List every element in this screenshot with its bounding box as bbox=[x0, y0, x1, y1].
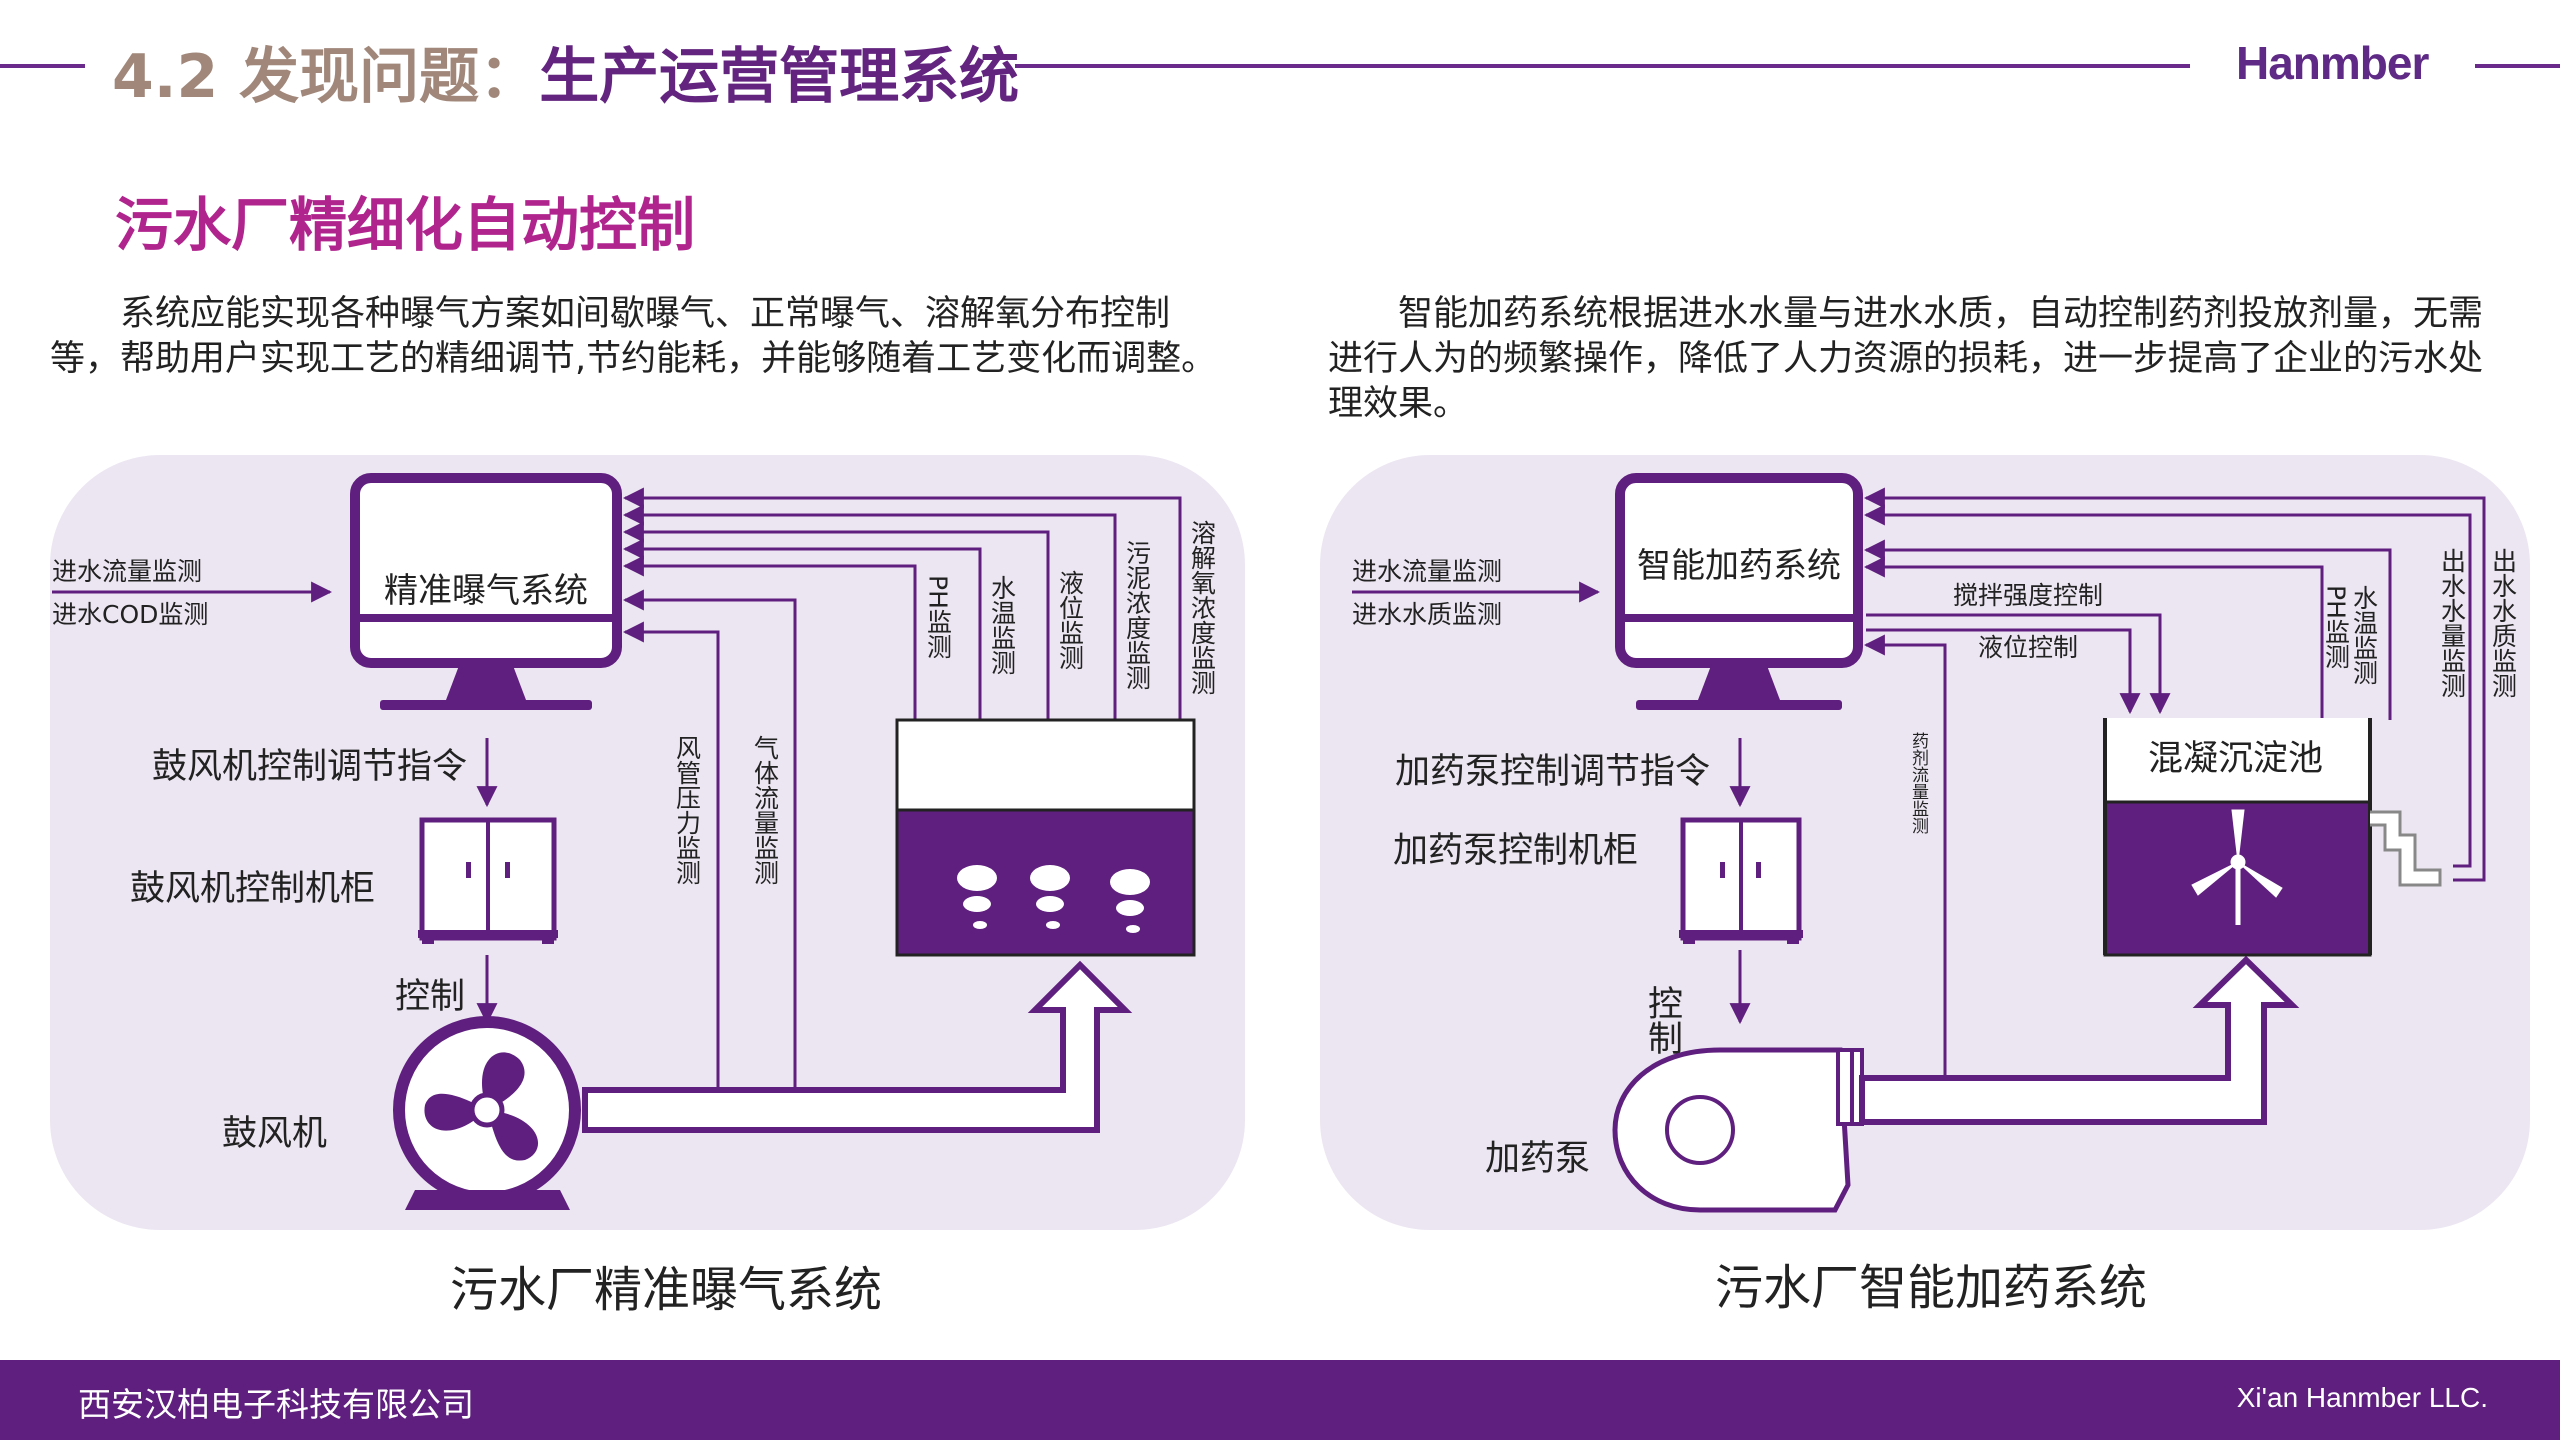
left-vlabel-duct-pressure: 风管压力监测 bbox=[673, 735, 702, 885]
left-aeration-tank-icon bbox=[895, 718, 1196, 957]
left-input-label-1: 进水流量监测 bbox=[52, 557, 202, 586]
right-pump-label: 加药泵 bbox=[1485, 1139, 1590, 1179]
right-feedback-lines bbox=[1863, 487, 2486, 1078]
footer-company-en: Xi'an Hanmber LLC. bbox=[2236, 1382, 2488, 1413]
header-line-right bbox=[2475, 64, 2560, 68]
page-title-main: 生产运营管理系统 bbox=[539, 42, 1020, 112]
left-paragraph: 系统应能实现各种曝气方案如间歇曝气、正常曝气、溶解氧分布控制等，帮助用户实现工艺… bbox=[50, 294, 1217, 379]
right-cabinet-icon bbox=[1679, 817, 1803, 944]
right-cabinet-label: 加药泵控制机柜 bbox=[1393, 831, 1638, 871]
right-monitor-label: 智能加药系统 bbox=[1637, 546, 1841, 586]
header-line-left bbox=[0, 64, 85, 68]
right-diagram: 智能加药系统 进水流量监测 进水水质监测 搅拌强度控制 液位控制 药剂流量监测 … bbox=[1352, 473, 2518, 1213]
left-caption: 污水厂精准曝气系统 bbox=[450, 1262, 883, 1318]
left-diagram: 精准曝气系统 进水流量监测 进水COD监测 风管压力监测 气体流量监测 PH监测… bbox=[52, 473, 1217, 1210]
footer-company-cn: 西安汉柏电子科技有限公司 bbox=[78, 1385, 474, 1424]
left-fan-label: 鼓风机 bbox=[222, 1114, 327, 1154]
diagrams-svg: 精准曝气系统 进水流量监测 进水COD监测 风管压力监测 气体流量监测 PH监测… bbox=[52, 473, 2518, 1213]
left-cabinet-label: 鼓风机控制机柜 bbox=[130, 869, 375, 909]
right-vlabel-dosing-flow: 药剂流量监测 bbox=[1908, 732, 1929, 835]
header-line-middle bbox=[1015, 64, 2190, 68]
right-control-label: 控制 bbox=[1642, 985, 1682, 1055]
left-control-label: 控制 bbox=[395, 977, 465, 1017]
right-vlabel-outflow-quality: 出水水质监测 bbox=[2489, 548, 2518, 698]
left-cabinet-icon bbox=[418, 817, 558, 944]
left-cabinet-command: 鼓风机控制调节指令 bbox=[152, 747, 467, 787]
right-dosing-pump-icon bbox=[1612, 1047, 1864, 1213]
left-feedback-lines bbox=[622, 487, 1182, 1088]
left-monitor-label: 精准曝气系统 bbox=[384, 571, 588, 611]
right-vlabel-ph: PH监测 bbox=[2322, 585, 2351, 669]
left-vlabel-sludge: 污泥浓度监测 bbox=[1123, 540, 1152, 690]
right-coagulation-tank-icon bbox=[2103, 718, 2442, 957]
left-vlabel-ph: PH监测 bbox=[924, 575, 953, 659]
section-subtitle: 污水厂精细化自动控制 bbox=[115, 191, 696, 259]
left-air-pipe-arrow bbox=[582, 960, 1133, 1133]
mixer-icon bbox=[2191, 809, 2283, 925]
right-dosing-pipe-arrow bbox=[1859, 955, 2300, 1125]
page-title: 4.2 发现问题：生产运营管理系统 bbox=[112, 28, 1019, 115]
brand-logo: Hanmber bbox=[2236, 37, 2429, 89]
right-paragraph: 智能加药系统根据进水水量与进水水质，自动控制药剂投放剂量，无需进行人为的频繁操作… bbox=[1328, 294, 2484, 424]
footer-bar: 西安汉柏电子科技有限公司 Xi'an Hanmber LLC. bbox=[0, 1360, 2560, 1440]
right-monitor-icon bbox=[1615, 473, 1863, 710]
right-caption: 污水厂智能加药系统 bbox=[1715, 1260, 2148, 1316]
right-vlabel-water-temp: 水温监测 bbox=[2350, 585, 2379, 685]
right-level-label: 液位控制 bbox=[1978, 633, 2078, 662]
left-input-label-2: 进水COD监测 bbox=[52, 600, 208, 629]
left-vlabel-level: 液位监测 bbox=[1056, 570, 1085, 670]
left-blower-fan-icon bbox=[393, 1016, 581, 1210]
page-title-prefix: 4.2 发现问题： bbox=[112, 42, 540, 112]
left-monitor-icon bbox=[350, 473, 622, 710]
left-vlabel-water-temp: 水温监测 bbox=[988, 575, 1017, 675]
right-cabinet-command: 加药泵控制调节指令 bbox=[1395, 752, 1710, 792]
right-tank-label: 混凝沉淀池 bbox=[2148, 739, 2323, 779]
right-stir-label: 搅拌强度控制 bbox=[1953, 581, 2103, 610]
left-vlabel-do: 溶解氧浓度监测 bbox=[1188, 520, 1217, 695]
right-input-label-1: 进水流量监测 bbox=[1352, 557, 1502, 586]
right-input-label-2: 进水水质监测 bbox=[1352, 600, 1502, 629]
right-vlabel-outflow-volume: 出水水量监测 bbox=[2438, 548, 2467, 698]
left-vlabel-gas-flow: 气体流量监测 bbox=[751, 735, 780, 885]
